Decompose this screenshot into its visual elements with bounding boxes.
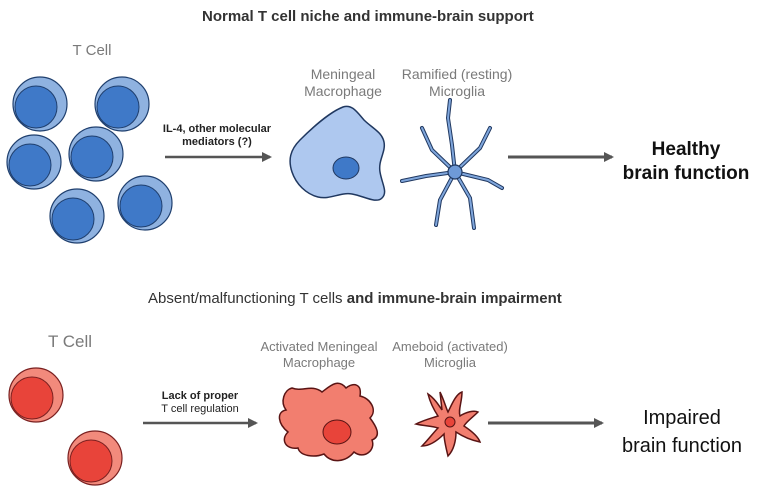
activated-macrophage-label-line2: Macrophage [282, 355, 356, 370]
impaired-outcome-label: Impaired brain function [606, 404, 758, 460]
ameboid-microglia-label-line1: Ameboid (activated) [392, 339, 508, 354]
impaired-outcome-line1: Impaired [643, 407, 721, 429]
healthy-outcome-label: Healthy brain function [616, 138, 756, 186]
bottom-title: Absent/malfunctioning T cells and immune… [148, 290, 562, 307]
tcell-blue [49, 188, 105, 244]
activated-macrophage-shape [278, 382, 379, 462]
ameboid-microglia-label-line2: Microglia [423, 355, 476, 370]
bottom-title-part1: Absent/malfunctioning T cells [148, 290, 347, 307]
ramified-microglia-label-line2: Microglia [428, 83, 485, 99]
tcell-blue [117, 175, 173, 231]
ramified-microglia-label: Ramified (resting) Microglia [392, 66, 522, 100]
top-arrow-label: IL-4, other molecular mediators (?) [157, 123, 277, 149]
ramified-microglia-label-line1: Ramified (resting) [401, 66, 513, 82]
healthy-outcome-line1: Healthy [651, 139, 721, 160]
tcell-red [8, 367, 64, 423]
top-arrow-label-line1: IL-4, other molecular [162, 123, 272, 135]
ramified-microglia-shape [400, 98, 504, 230]
tcell-red [67, 430, 123, 486]
top-arrow-label-line2: mediators (?) [182, 136, 252, 148]
meningeal-macrophage-shape [289, 105, 386, 201]
bottom-arrow-label-line2: T cell regulation [161, 403, 239, 415]
meningeal-macrophage-label: Meningeal Macrophage [288, 66, 398, 100]
healthy-outcome-line2: brain function [622, 163, 750, 184]
ameboid-microglia-label: Ameboid (activated) Microglia [380, 339, 520, 371]
top-tcell-group [6, 76, 173, 244]
bottom-arrow-label-line1: Lack of proper [161, 390, 239, 402]
ameboid-microglia-shape [413, 390, 482, 458]
activated-macrophage-label-line1: Activated Meningeal [260, 339, 378, 354]
tcell-blue [12, 76, 68, 132]
tcell-blue [68, 126, 124, 182]
activated-macrophage-label: Activated Meningeal Macrophage [244, 339, 394, 371]
meningeal-macrophage-label-line2: Macrophage [304, 83, 382, 99]
meningeal-macrophage-label-line1: Meningeal [310, 66, 376, 82]
top-title: Normal T cell niche and immune-brain sup… [202, 8, 534, 25]
bottom-tcell-group [8, 367, 123, 486]
bottom-title-part2: and immune-brain impairment [346, 290, 562, 307]
bottom-arrow-label: Lack of proper T cell regulation [142, 390, 258, 416]
tcell-blue [94, 76, 150, 132]
top-tcell-label: T Cell [72, 42, 112, 59]
impaired-outcome-line2: brain function [621, 435, 743, 457]
tcell-blue [6, 134, 62, 190]
bottom-tcell-label: T Cell [47, 332, 93, 351]
